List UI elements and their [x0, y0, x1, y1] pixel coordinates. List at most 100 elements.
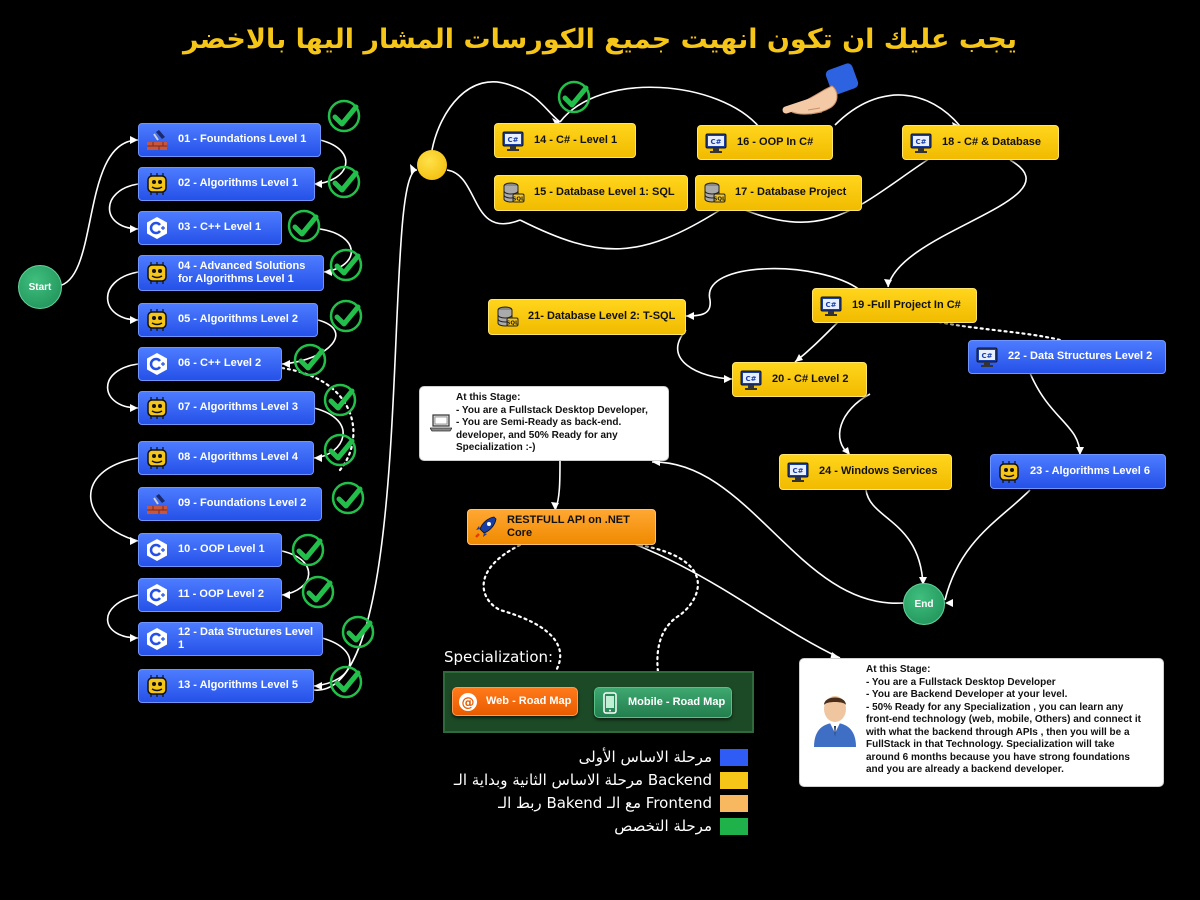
- course-label: 01 - Foundations Level 1: [178, 133, 307, 146]
- course-label: 20 - C# Level 2: [772, 372, 849, 385]
- web-roadmap-button[interactable]: @ Web - Road Map: [452, 687, 578, 716]
- completed-check-icon: [293, 343, 327, 377]
- mobile-phone-icon: [600, 691, 620, 714]
- course-12[interactable]: 12 - Data Structures Level 1: [138, 622, 323, 656]
- csharp-monitor-icon: C#: [703, 130, 729, 156]
- svg-text:C#: C#: [710, 138, 721, 146]
- course-label: 19 -Full Project In C#: [852, 298, 961, 311]
- completed-check-icon: [329, 299, 363, 333]
- course-03[interactable]: 03 - C++ Level 1: [138, 211, 282, 245]
- stage-note-backend: At this Stage: - You are a Fullstack Des…: [799, 658, 1164, 787]
- sql-database-icon: SQL: [500, 180, 526, 206]
- course-01[interactable]: 01 - Foundations Level 1: [138, 123, 321, 157]
- completed-check-icon: [323, 383, 357, 417]
- course-label: 06 - C++ Level 2: [178, 357, 262, 370]
- start-node[interactable]: Start: [18, 265, 62, 309]
- course-17[interactable]: SQL 17 - Database Project: [695, 175, 862, 211]
- svg-text:SQL: SQL: [512, 197, 525, 203]
- brain-chip-icon: [144, 260, 170, 286]
- completed-check-icon: [331, 481, 365, 515]
- course-04[interactable]: 04 - Advanced Solutions for Algorithms L…: [138, 255, 324, 291]
- end-label: End: [914, 598, 934, 610]
- cpp-logo-icon: [144, 582, 170, 608]
- course-label: 05 - Algorithms Level 2: [178, 313, 299, 326]
- csharp-monitor-icon: C#: [974, 344, 1000, 370]
- course-20[interactable]: C# 20 - C# Level 2: [732, 362, 867, 397]
- stage-note-desktop: At this Stage: - You are a Fullstack Des…: [419, 386, 669, 461]
- laptop-icon: [429, 413, 453, 438]
- course-label: 08 - Algorithms Level 4: [178, 451, 299, 464]
- completed-check-icon: [329, 665, 363, 699]
- course-13[interactable]: 13 - Algorithms Level 5: [138, 669, 314, 703]
- cpp-logo-icon: [144, 351, 170, 377]
- course-18[interactable]: C# 18 - C# & Database: [902, 125, 1059, 160]
- legend-item: مرحلة التخصص: [418, 817, 748, 835]
- at-sign-icon: @: [458, 692, 478, 712]
- course-label: 12 - Data Structures Level 1: [178, 625, 314, 651]
- legend-text: مرحلة الاساس الثانية وبداية الـ Backend: [453, 771, 712, 789]
- course-label: 21- Database Level 2: T-SQL: [528, 310, 676, 323]
- legend-text: مرحلة الاساس الأولى: [578, 748, 712, 766]
- legend-swatch: [720, 748, 748, 766]
- csharp-monitor-icon: C#: [500, 128, 526, 154]
- completed-check-icon: [557, 80, 591, 114]
- course-label: 22 - Data Structures Level 2: [1008, 350, 1153, 363]
- cpp-logo-icon: [144, 626, 170, 652]
- course-06[interactable]: 06 - C++ Level 2: [138, 347, 282, 381]
- course-11[interactable]: 11 - OOP Level 2: [138, 578, 282, 612]
- svg-text:C#: C#: [792, 467, 803, 475]
- restful-api-node[interactable]: RESTFULL API on .NET Core: [467, 509, 656, 545]
- start-label: Start: [28, 281, 52, 293]
- csharp-monitor-icon: C#: [818, 293, 844, 319]
- course-09[interactable]: 09 - Foundations Level 2: [138, 487, 322, 521]
- completed-check-icon: [323, 433, 357, 467]
- brick-trowel-icon: [144, 491, 170, 517]
- course-15[interactable]: SQL 15 - Database Level 1: SQL: [494, 175, 688, 211]
- completed-check-icon: [329, 248, 363, 282]
- mobile-roadmap-label: Mobile - Road Map: [628, 695, 726, 708]
- mobile-roadmap-button[interactable]: Mobile - Road Map: [594, 687, 732, 718]
- legend-text: ربط الـ Bakend مع الـ Frontend: [498, 794, 712, 812]
- course-19[interactable]: C# 19 -Full Project In C#: [812, 288, 977, 323]
- course-21[interactable]: SQL 21- Database Level 2: T-SQL: [488, 299, 686, 335]
- course-16[interactable]: C# 16 - OOP In C#: [697, 125, 833, 160]
- completed-check-icon: [291, 533, 325, 567]
- sql-database-icon: SQL: [701, 180, 727, 206]
- legend-item: ربط الـ Bakend مع الـ Frontend: [418, 794, 748, 812]
- brain-chip-icon: [144, 673, 170, 699]
- end-node[interactable]: End: [903, 583, 945, 625]
- course-08[interactable]: 08 - Algorithms Level 4: [138, 441, 314, 475]
- course-24[interactable]: C# 24 - Windows Services: [779, 454, 952, 490]
- cpp-logo-icon: [144, 537, 170, 563]
- course-14[interactable]: C# 14 - C# - Level 1: [494, 123, 636, 158]
- course-22[interactable]: C# 22 - Data Structures Level 2: [968, 340, 1166, 374]
- stage-note-text: At this Stage: - You are a Fullstack Des…: [866, 664, 1142, 775]
- legend-item: مرحلة الاساس الثانية وبداية الـ Backend: [418, 771, 748, 789]
- developer-avatar-icon: [812, 693, 858, 752]
- svg-text:C#: C#: [915, 138, 926, 146]
- pointing-hand-icon: [780, 60, 860, 124]
- course-label: 09 - Foundations Level 2: [178, 497, 307, 510]
- svg-text:C#: C#: [825, 301, 836, 309]
- svg-text:@: @: [462, 695, 475, 710]
- brain-chip-icon: [144, 445, 170, 471]
- course-label: 18 - C# & Database: [942, 135, 1042, 148]
- course-07[interactable]: 07 - Algorithms Level 3: [138, 391, 315, 425]
- svg-text:SQL: SQL: [506, 321, 519, 327]
- course-02[interactable]: 02 - Algorithms Level 1: [138, 167, 315, 201]
- course-label: 11 - OOP Level 2: [178, 588, 265, 601]
- course-label: 13 - Algorithms Level 5: [178, 679, 299, 692]
- stage-note-text: At this Stage: - You are a Fullstack Des…: [456, 392, 648, 453]
- course-05[interactable]: 05 - Algorithms Level 2: [138, 303, 318, 337]
- web-roadmap-label: Web - Road Map: [486, 694, 572, 707]
- course-23[interactable]: 23 - Algorithms Level 6: [990, 454, 1166, 489]
- csharp-monitor-icon: C#: [908, 130, 934, 156]
- course-label: 04 - Advanced Solutions for Algorithms L…: [178, 259, 306, 285]
- course-10[interactable]: 10 - OOP Level 1: [138, 533, 282, 567]
- brain-chip-icon: [996, 459, 1022, 485]
- course-label: 02 - Algorithms Level 1: [178, 177, 299, 190]
- brain-chip-icon: [144, 307, 170, 333]
- svg-text:SQL: SQL: [713, 197, 726, 203]
- completed-check-icon: [341, 615, 375, 649]
- brick-trowel-icon: [144, 127, 170, 153]
